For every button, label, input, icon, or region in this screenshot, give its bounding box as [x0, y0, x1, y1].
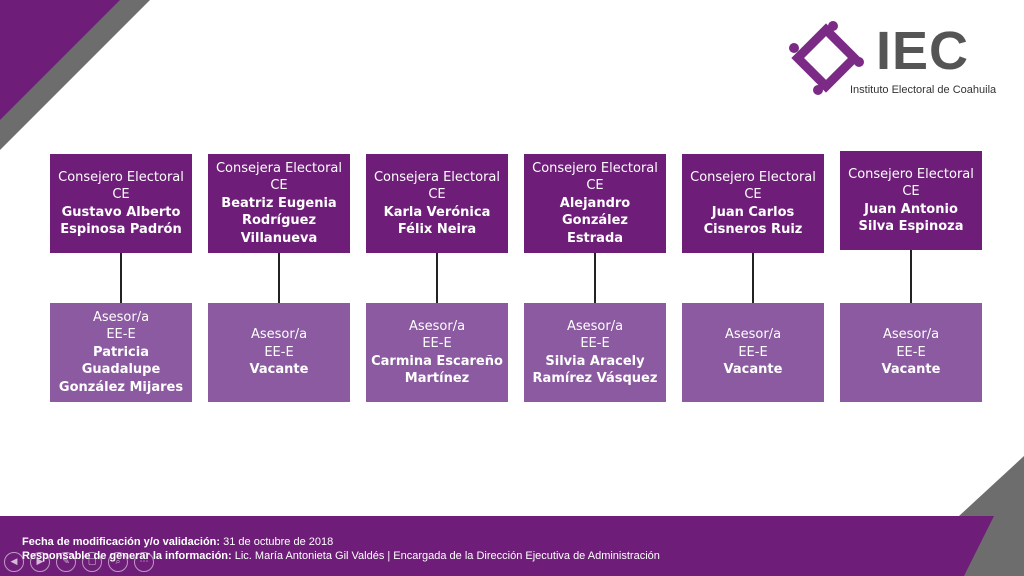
councillor-name: Juan Carlos	[711, 204, 795, 220]
councillor-name: Espinosa Padrón	[60, 222, 182, 237]
more-icon[interactable]: ⋯	[134, 552, 154, 572]
councillor-abbr: CE	[112, 187, 130, 202]
zoom-icon[interactable]: ⌕	[108, 552, 128, 572]
councillor-name: Rodríguez	[241, 213, 317, 229]
advisor-abbr: EE-E	[264, 344, 294, 360]
footer-date-label: Fecha de modificación y/o validación:	[22, 536, 221, 548]
logo-subtitle: Instituto Electoral de Coahuila	[850, 84, 997, 96]
advisor-name: González Mijares	[58, 379, 184, 395]
councillor-abbr: CE	[744, 187, 762, 202]
councillor-name: Juan Antonio	[864, 201, 958, 217]
councillor-abbr: CE	[586, 178, 604, 194]
councillor-name: Félix Neira	[397, 222, 477, 237]
advisor-name: Vacante	[249, 362, 309, 378]
corner-decoration	[0, 0, 150, 150]
connector-line	[120, 253, 122, 303]
logo-mark-icon	[789, 21, 864, 95]
footer-corner	[964, 456, 1024, 576]
advisor-role: Asesor/a	[882, 327, 940, 343]
advisor-name: Silvia Aracely	[545, 353, 645, 369]
councillor-role: Consejero Electoral	[690, 169, 816, 185]
councillor-name: Gustavo Alberto	[61, 204, 181, 220]
slideshow-controls: ◀ ▶ ✎ ▢ ⌕ ⋯	[4, 552, 154, 572]
advisor-abbr: EE-E	[106, 327, 136, 343]
iec-logo: IEC Instituto Electoral de Coahuila	[788, 20, 1008, 100]
councillor-name: Villanueva	[240, 230, 318, 246]
connector-line	[594, 253, 596, 303]
councillor-abbr: CE	[902, 184, 920, 199]
previous-icon[interactable]: ◀	[4, 552, 24, 572]
footer-text: Fecha de modificación y/o validación: 31…	[22, 535, 660, 563]
advisor-abbr: EE-E	[422, 336, 452, 351]
pen-icon[interactable]: ✎	[56, 552, 76, 572]
advisor-abbr: EE-E	[738, 344, 768, 360]
councillor-role: Consejera Electoral	[215, 160, 343, 176]
advisor-abbr: EE-E	[580, 336, 610, 351]
advisor-role: Asesor/a	[250, 327, 308, 343]
advisor-role: Asesor/a	[724, 327, 782, 343]
councillor-name: Karla Verónica	[383, 204, 491, 220]
footer-resp-value: Lic. María Antonieta Gil Valdés | Encarg…	[234, 550, 660, 562]
councillor-name: Alejandro González	[559, 195, 631, 229]
next-icon[interactable]: ▶	[30, 552, 50, 572]
councillor-abbr: CE	[270, 178, 288, 194]
councillor-role: Consejero Electoral	[58, 169, 184, 185]
advisor-name: Vacante	[881, 362, 941, 378]
logo-wordmark: IEC	[876, 21, 970, 81]
advisor-role: Asesor/a	[566, 318, 624, 334]
advisor-name: Ramírez Vásquez	[532, 371, 658, 386]
connector-line	[910, 250, 912, 303]
advisor-name: Vacante	[723, 362, 783, 378]
advisor-name: Martínez	[404, 371, 470, 386]
councillor-role: Consejero Electoral	[848, 166, 974, 182]
advisor-name: Patricia Guadalupe	[81, 344, 161, 378]
councillor-name: Estrada	[566, 230, 624, 246]
footer-bar	[0, 516, 1024, 576]
connector-line	[752, 253, 754, 303]
connector-line	[436, 253, 438, 303]
connector-line	[278, 253, 280, 303]
advisor-role: Asesor/a	[92, 309, 150, 325]
councillor-role: Consejero Electoral	[532, 160, 658, 176]
councillor-name: Beatriz Eugenia	[221, 195, 337, 211]
councillor-name: Cisneros Ruiz	[703, 222, 803, 237]
advisor-abbr: EE-E	[896, 344, 926, 360]
councillor-role: Consejera Electoral	[373, 169, 501, 185]
councillor-abbr: CE	[428, 187, 446, 202]
councillor-name: Silva Espinoza	[858, 219, 964, 234]
advisor-role: Asesor/a	[408, 318, 466, 334]
slides-icon[interactable]: ▢	[82, 552, 102, 572]
advisor-name: Carmina Escareño	[371, 353, 503, 369]
footer-date-value: 31 de octubre de 2018	[223, 536, 334, 548]
